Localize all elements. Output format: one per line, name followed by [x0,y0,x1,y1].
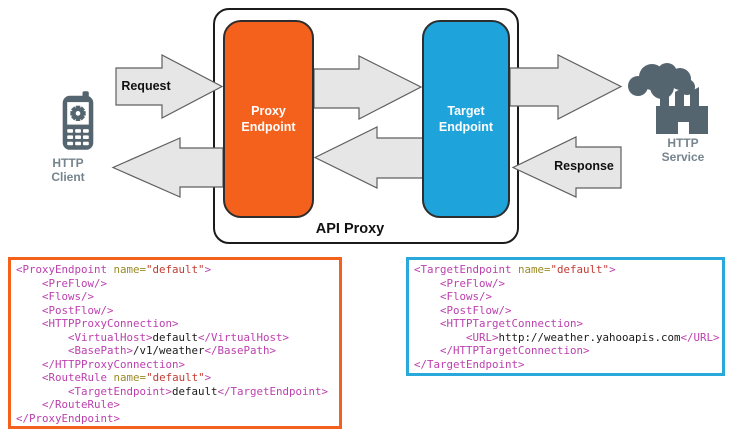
api-proxy-flow-diagram: Proxy Endpoint Target Endpoint API Proxy… [33,8,718,244]
http-service-label: HTTP Service [648,136,718,164]
smoke-cloud [628,63,695,99]
target-to-proxy-arrow [313,126,424,189]
keypad [67,129,89,146]
flow-arrows [111,54,623,198]
proxy-endpoint-code-block: <ProxyEndpoint name="default"> <PreFlow/… [8,257,342,429]
http-client-label-line1: HTTP [52,156,84,170]
http-client-actor [60,90,96,157]
response-arrow [511,136,622,198]
response-to-client-arrow [111,137,224,198]
response-arrow-label: Response [554,159,614,173]
http-service-label-line1: HTTP [667,136,699,150]
proxy-to-target-arrow [313,55,423,120]
mobile-phone-icon [62,91,94,150]
http-service-label-line2: Service [661,149,705,164]
factory-cloud-icon [628,63,708,134]
target-endpoint-code-block: <TargetEndpoint name="default"> <PreFlow… [406,257,725,376]
request-arrow [115,54,224,119]
http-service-actor [626,60,712,141]
factory-building [656,87,708,134]
target-endpoint-label-line1: Target [447,104,485,118]
target-endpoint-label-line2: Endpoint [438,120,494,134]
proxy-endpoint-box: Proxy Endpoint [223,20,314,218]
factory-door [678,122,689,134]
target-to-service-arrow [509,54,623,120]
proxy-endpoint-label-line1: Proxy [251,104,286,118]
proxy-endpoint-label-line2: Endpoint [241,120,296,134]
request-arrow-label: Request [121,79,171,93]
target-endpoint-box: Target Endpoint [422,20,510,218]
api-proxy-title: API Proxy [315,221,385,237]
http-client-label: HTTP Client [33,156,103,184]
gear-icon [70,105,86,121]
http-client-label-line2: Client [51,169,85,184]
